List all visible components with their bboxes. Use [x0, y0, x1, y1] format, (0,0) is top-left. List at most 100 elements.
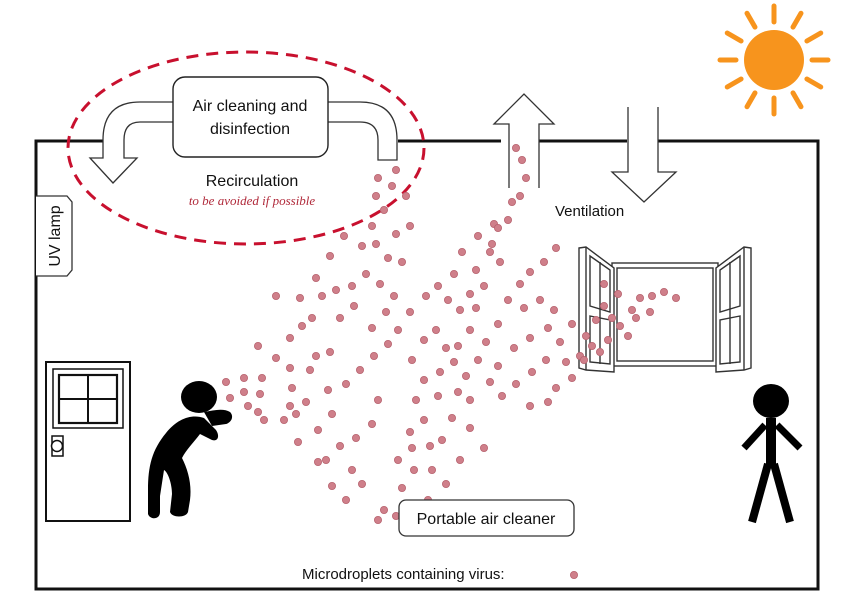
droplet [331, 285, 340, 294]
uv-lamp: UV lamp [36, 195, 73, 277]
droplet [632, 313, 641, 322]
droplet [544, 323, 553, 332]
air-cleaning-label-line2: disinfection [210, 121, 290, 138]
droplet [379, 205, 388, 214]
droplet [493, 361, 502, 370]
sun-ray [790, 90, 804, 110]
droplet [379, 505, 388, 514]
droplet [335, 313, 344, 322]
droplet [431, 325, 440, 334]
droplet [493, 319, 502, 328]
droplet [495, 257, 504, 266]
droplet [552, 383, 561, 392]
droplet [391, 165, 400, 174]
droplet [381, 307, 390, 316]
droplet [323, 385, 332, 394]
droplet [317, 291, 326, 300]
droplet [550, 305, 559, 314]
droplet [457, 247, 466, 256]
droplet [225, 393, 234, 402]
door [45, 361, 131, 522]
droplet [393, 325, 402, 334]
droplet [592, 315, 601, 324]
droplet [291, 409, 300, 418]
legend: Microdroplets containing virus: [302, 566, 579, 583]
sun-ray [744, 90, 758, 110]
droplet [419, 335, 428, 344]
droplet [239, 373, 248, 382]
droplet [522, 173, 531, 182]
uv-lamp-label: UV lamp [47, 205, 64, 266]
droplet [455, 455, 464, 464]
sun-ray [804, 30, 824, 44]
droplet [325, 251, 334, 260]
droplet [373, 173, 382, 182]
droplet [255, 389, 264, 398]
droplet [349, 301, 358, 310]
droplet [397, 257, 406, 266]
sun-ray [744, 10, 758, 30]
droplet [221, 377, 230, 386]
droplet [397, 483, 406, 492]
droplet [481, 337, 490, 346]
droplet [465, 325, 474, 334]
droplet [325, 347, 334, 356]
droplet [526, 401, 535, 410]
droplet [339, 231, 348, 240]
sun-ray [790, 10, 804, 30]
droplet [453, 341, 462, 350]
droplet [383, 253, 392, 262]
ventilation-label: Ventilation [555, 203, 624, 220]
droplet [516, 279, 525, 288]
droplet [516, 191, 525, 200]
droplet [373, 516, 382, 525]
droplet [257, 373, 266, 382]
droplet [305, 365, 314, 374]
droplet [373, 395, 382, 404]
droplet [453, 387, 462, 396]
droplet [608, 313, 617, 322]
droplet [604, 335, 613, 344]
droplet [391, 229, 400, 238]
droplet [287, 383, 296, 392]
droplet [447, 413, 456, 422]
droplet [479, 281, 488, 290]
droplet [321, 455, 330, 464]
portable-air-cleaner-label: Portable air cleaner [417, 511, 556, 528]
droplet [461, 371, 470, 380]
droplet [562, 357, 571, 366]
droplet [512, 379, 521, 388]
droplet [347, 281, 356, 290]
droplet [279, 415, 288, 424]
droplet [355, 365, 364, 374]
droplet [383, 339, 392, 348]
droplet [387, 181, 396, 190]
droplet [465, 289, 474, 298]
dashed-ellipse [66, 50, 426, 246]
droplet [433, 391, 442, 400]
droplet [624, 331, 633, 340]
droplet [465, 423, 474, 432]
droplet [341, 495, 350, 504]
droplet [367, 323, 376, 332]
droplet [253, 407, 262, 416]
legend-label: Microdroplets containing virus: [302, 566, 505, 583]
droplet [301, 397, 310, 406]
air-cleaning-box: Air cleaning and disinfection [172, 76, 329, 158]
droplet [271, 353, 280, 362]
droplet [473, 231, 482, 240]
droplet [367, 221, 376, 230]
droplet [568, 373, 577, 382]
droplet [409, 465, 418, 474]
droplet [507, 197, 516, 206]
droplet [672, 293, 681, 302]
droplet [285, 363, 294, 372]
droplet [259, 415, 268, 424]
droplet [614, 289, 623, 298]
droplet [351, 433, 360, 442]
droplet [411, 395, 420, 404]
droplet [441, 343, 450, 352]
droplet [239, 387, 248, 396]
droplet [473, 355, 482, 364]
